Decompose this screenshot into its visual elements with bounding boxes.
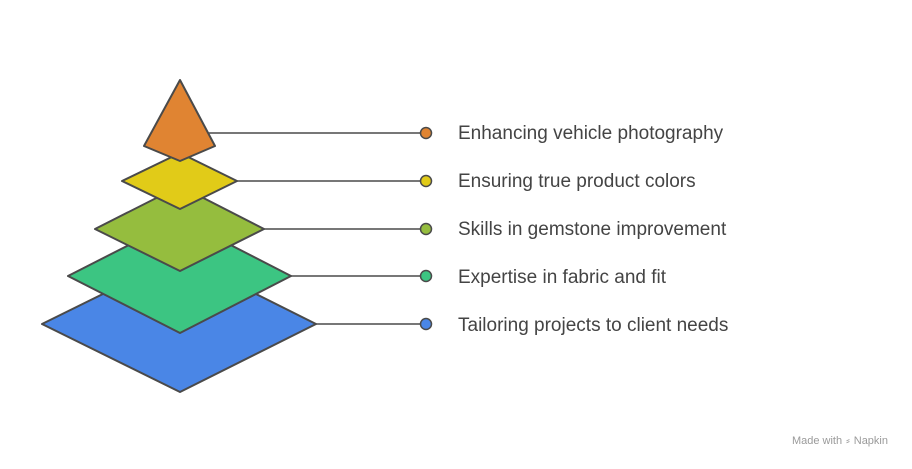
layer-2-dot [419,174,433,188]
layer-3-label: Skills in gemstone improvement [458,219,727,240]
watermark: Made with ⸗ Napkin [792,435,888,447]
layer-4-label: Expertise in fabric and fit [458,267,667,288]
layer-4-dot [419,269,433,283]
layer-1-label: Enhancing vehicle photography [458,123,724,144]
watermark-made-with: Made with [791,435,843,447]
layer-5-label: Tailoring projects to client needs [458,315,728,336]
layer-4-shape [67,218,292,334]
layer-1-dot [419,126,433,140]
layer-2-label: Ensuring true product colors [458,171,696,192]
watermark-brand: Napkin [853,435,888,447]
layer-3-shape [94,185,265,272]
layer-1-shape [143,79,216,162]
layer-5-dot [419,317,433,331]
napkin-logo-icon: ⸗ [846,435,850,447]
pyramid-layer-2 [121,152,433,210]
pyramid-layer-3 [94,185,433,272]
pyramid-layer-1 [143,79,433,162]
layer-3-dot [419,222,433,236]
pyramid-layer-4 [67,218,433,334]
layer-2-shape [121,152,238,210]
